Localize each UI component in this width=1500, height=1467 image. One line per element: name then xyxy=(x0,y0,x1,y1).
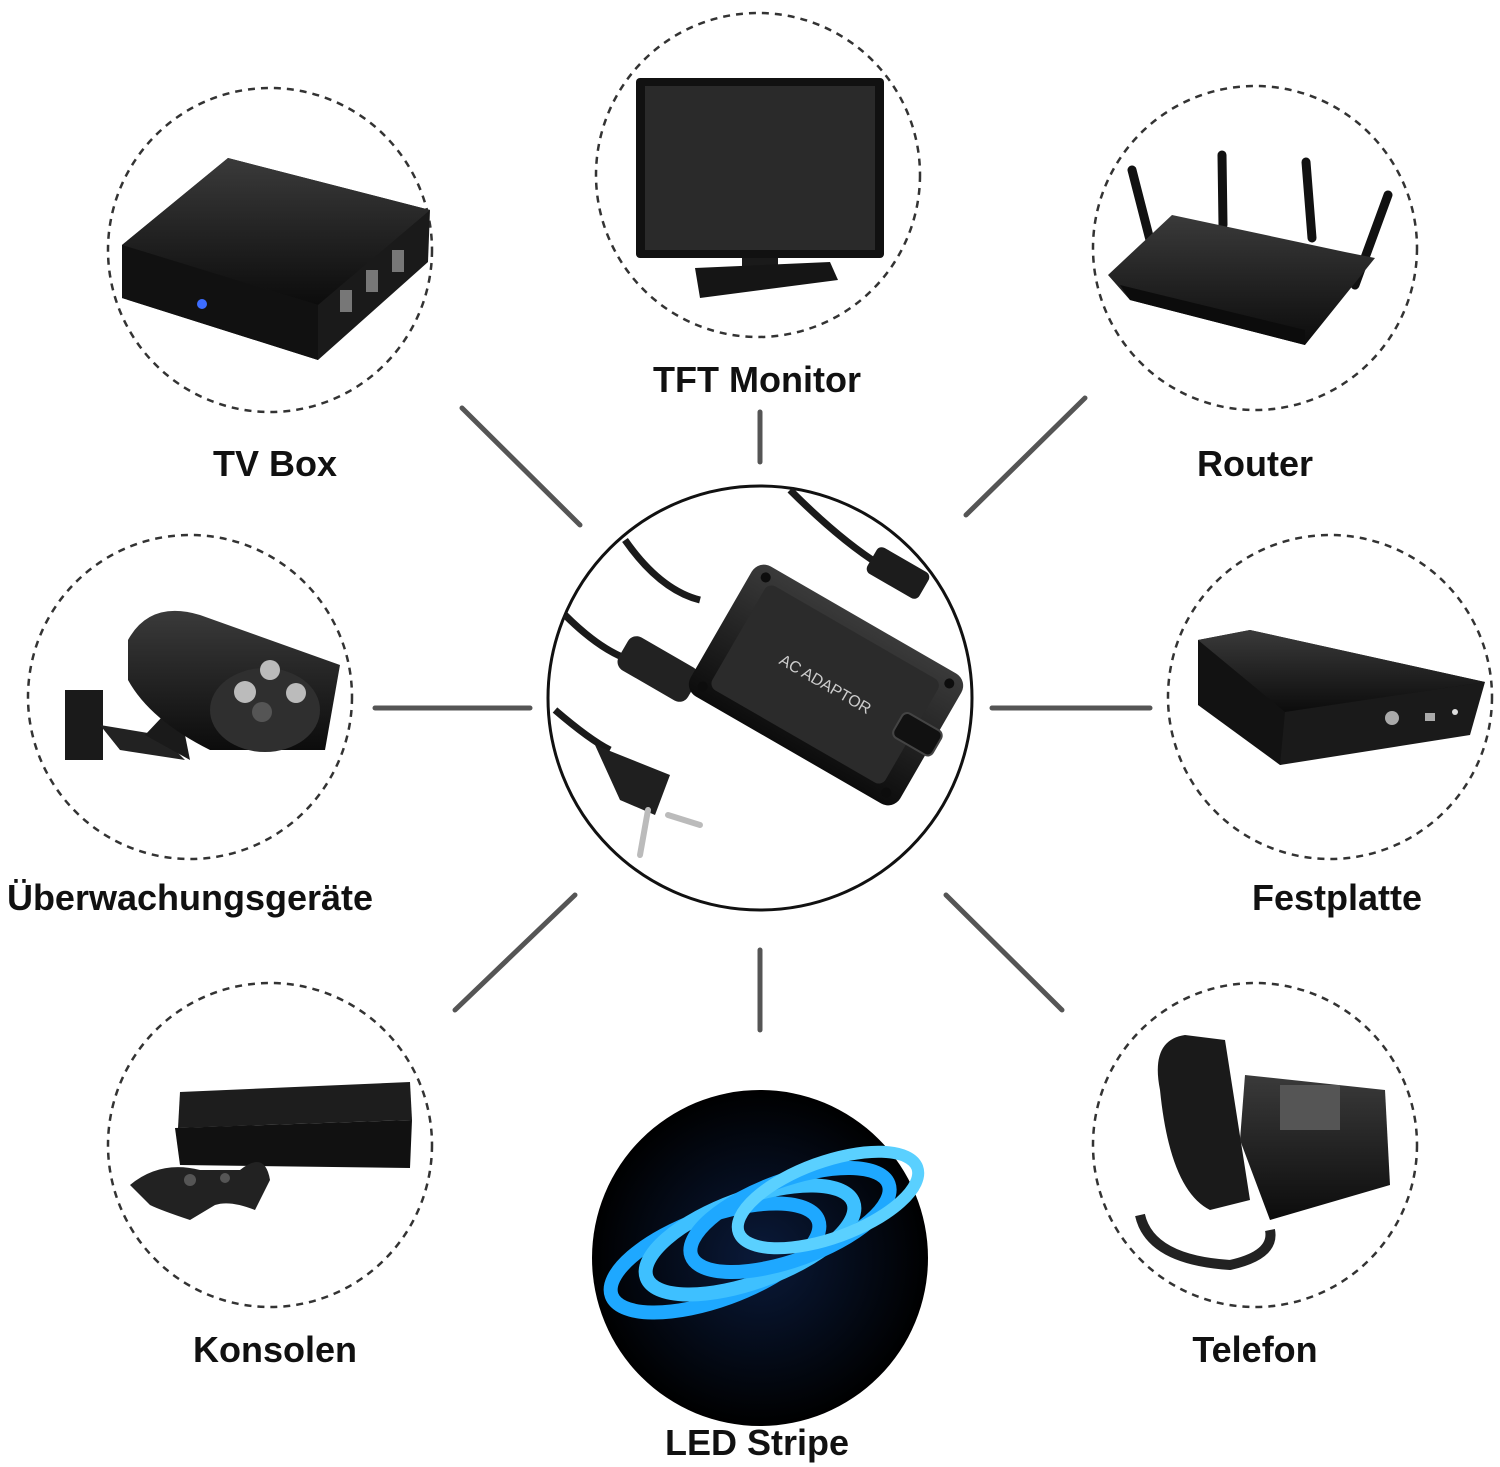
console-circle xyxy=(106,981,434,1309)
label-console: Konsolen xyxy=(192,1329,358,1370)
label-monitor: TFT Monitor xyxy=(653,359,861,400)
router-illustration xyxy=(1108,150,1393,345)
label-camera: Überwachungsgeräte xyxy=(6,877,374,918)
connector-lines xyxy=(372,395,1153,1033)
label-harddrive: Festplatte xyxy=(1251,877,1423,918)
label-tv-box: TV Box xyxy=(212,443,338,484)
harddrive-illustration xyxy=(1198,630,1485,765)
label-phone: Telefon xyxy=(1192,1329,1318,1370)
monitor-illustration xyxy=(636,78,884,298)
device-circles xyxy=(26,11,1494,1309)
led-stripe-illustration xyxy=(592,1090,928,1426)
tv-box-circle xyxy=(106,86,434,414)
connector-console xyxy=(452,892,578,1013)
tv-box-illustration xyxy=(122,158,430,360)
harddrive-circle xyxy=(1166,533,1494,861)
console-illustration xyxy=(130,1082,412,1220)
label-led: LED Stripe xyxy=(664,1422,850,1463)
connector-tv-box xyxy=(459,405,583,528)
label-router: Router xyxy=(1197,443,1313,484)
router-circle xyxy=(1091,84,1419,412)
monitor-circle xyxy=(594,11,922,339)
connector-phone xyxy=(943,892,1065,1013)
camera-circle xyxy=(26,533,354,861)
ac-adapter-illustration: AC ADAPTOR xyxy=(546,484,974,912)
phone-circle xyxy=(1091,981,1419,1309)
phone-illustration xyxy=(1135,1035,1390,1271)
camera-illustration xyxy=(65,610,340,760)
connector-router xyxy=(963,395,1088,518)
